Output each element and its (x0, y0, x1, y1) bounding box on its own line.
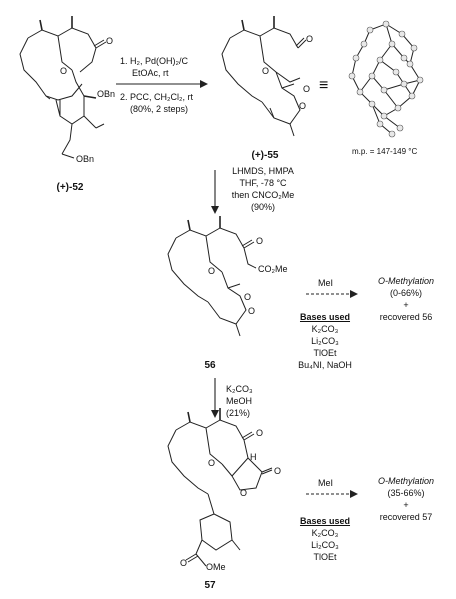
atom-o2-55: O (303, 84, 310, 94)
xray-structure (348, 20, 424, 138)
methylation-top-base-2: Li₂CO₃ (311, 336, 339, 346)
structure-55: O O O O (221, 16, 313, 137)
atom-ester-o-57: O (180, 558, 187, 568)
structure-52: O OBn OBn O (19, 16, 115, 164)
label-compound-57: 57 (204, 580, 216, 591)
step1-line2: EtOAc, rt (132, 68, 169, 78)
atom-h-57: H (250, 452, 257, 462)
atom-o3-55: O (299, 101, 306, 111)
methylation-top-reagent: MeI (318, 278, 334, 288)
atom-o-55: O (262, 66, 269, 76)
atom-lactone-o-57: O (274, 466, 281, 476)
atom-o2-56: O (244, 292, 251, 302)
atom-ketone-o-55: O (306, 34, 313, 44)
methylation-bottom-recovered: recovered 57 (379, 512, 433, 522)
atom-o-56: O (208, 266, 215, 276)
step2-line1: LHMDS, HMPA (232, 166, 294, 176)
atom-co2me-56: CO₂Me (258, 264, 288, 274)
methylation-bottom-base-2: Li₂CO₃ (311, 540, 339, 550)
step1-line3: 2. PCC, CH₂Cl₂, rt (120, 92, 193, 102)
step3-line1: K₂CO₃ (226, 384, 253, 394)
methylation-bottom-title: O-Methylation (377, 476, 435, 486)
label-compound-52: (+)-52 (56, 182, 84, 193)
atom-o3-56: O (248, 306, 255, 316)
atom-ring-o-57: O (240, 488, 247, 498)
methylation-bottom-plus: + (403, 500, 409, 510)
label-compound-55: (+)-55 (251, 150, 279, 161)
step2-line2: THF, -78 °C (239, 178, 287, 188)
dashed-arrow-bottom-head (350, 490, 358, 498)
atom-ome-57: OMe (206, 562, 226, 572)
methylation-top-range: (0-66%) (389, 288, 422, 298)
equivalence-symbol: ≡ (319, 77, 328, 94)
arrow-step1-head (200, 80, 208, 88)
methylation-top-base-4: Bu₄NI, NaOH (298, 360, 352, 370)
methylation-top-base-1: K₂CO₃ (311, 324, 339, 334)
methylation-bottom-base-1: K₂CO₃ (311, 528, 339, 538)
melting-point: m.p. = 147-149 °C (352, 147, 418, 156)
label-compound-56: 56 (204, 360, 216, 371)
methylation-bottom-bases-heading: Bases used (299, 516, 351, 526)
methylation-top-title: O-Methylation (377, 276, 435, 286)
step3-line2: MeOH (226, 396, 253, 406)
step1-line4: (80%, 2 steps) (130, 104, 189, 114)
methylation-bottom-reagent: MeI (318, 478, 334, 488)
atom-o-57: O (208, 458, 215, 468)
atom-ketone-o-56: O (256, 236, 263, 246)
structure-56: O O O O CO₂Me (167, 216, 288, 337)
atom-o-52: O (60, 66, 67, 76)
arrows (116, 80, 358, 498)
arrow-step2-head (211, 206, 219, 214)
atom-obn-52: OBn (97, 89, 115, 99)
step2-line4: (90%) (250, 202, 275, 212)
methylation-bottom-base-3: TlOEt (313, 552, 337, 562)
atom-ketone-o-57: O (256, 428, 263, 438)
methylation-top-recovered: recovered 56 (379, 312, 433, 322)
step2-line3: then CNCO₂Me (231, 190, 295, 200)
methylation-top-base-3: TlOEt (313, 348, 337, 358)
step3-line3: (21%) (226, 408, 251, 418)
dashed-arrow-top-head (350, 290, 358, 298)
methylation-top-bases-heading: Bases used (299, 312, 351, 322)
step1-line1: 1. H₂, Pd(OH)₂/C (120, 56, 188, 66)
methylation-bottom-range: (35-66%) (387, 488, 425, 498)
atom-obn2-52: OBn (76, 154, 94, 164)
arrow-step3-head (211, 410, 219, 418)
atom-ketone-o-52: O (106, 36, 113, 46)
methylation-top-plus: + (403, 300, 409, 310)
structure-57: O O H O O O OMe (167, 408, 281, 572)
